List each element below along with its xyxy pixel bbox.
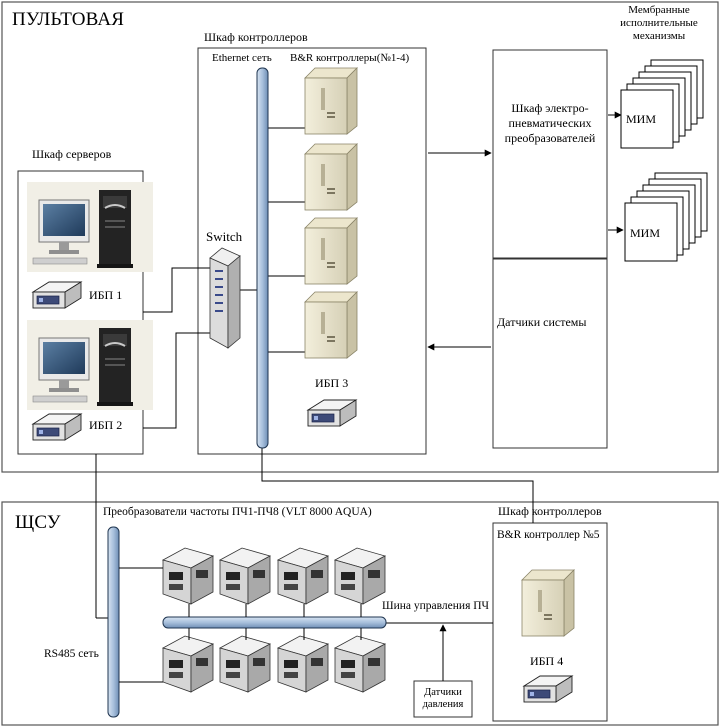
mim-stack-1: [620, 59, 704, 149]
network-switch: [209, 247, 241, 349]
section-title-pultovaya: ПУЛЬТОВАЯ: [12, 9, 125, 30]
server-pc-2: [26, 319, 154, 411]
vfd-2: [219, 547, 271, 605]
server-pc-1: [26, 181, 154, 273]
system-sensors-label: Датчики системы: [497, 315, 587, 329]
vfd-1: [162, 547, 214, 605]
br-controller-1: [304, 67, 358, 135]
section-frame-pultovaya: [1, 1, 719, 473]
controller-5-label: B&R контроллер №5: [497, 529, 600, 541]
actuators-title: Мембранные исполнительные механизмы: [620, 4, 698, 42]
controller-cabinet-5-frame: [492, 522, 608, 722]
vfd-control-bus: [162, 616, 387, 629]
ups-1-icon: [32, 281, 82, 309]
vfd-6: [219, 635, 271, 693]
sensors-frame: [492, 257, 608, 449]
controller-cabinet-frame: [197, 47, 427, 455]
rs485-bus: [107, 526, 120, 718]
section-frame-shchsu: [1, 501, 719, 726]
ethernet-label: Ethernet сеть: [212, 52, 272, 64]
vfd-5: [162, 635, 214, 693]
controller-cabinet-title: Шкаф контроллеров: [204, 30, 308, 44]
mim-2-label: МИМ: [630, 226, 661, 240]
pressure-sensors-label: Датчики давления: [422, 687, 464, 710]
pc2-to-switch-line: [143, 332, 210, 429]
vfd-8: [334, 635, 386, 693]
vfd-bus-label: Шина управления ПЧ: [382, 600, 490, 612]
rs485-label: RS485 сеть: [44, 648, 99, 660]
controller-cabinet-5-title: Шкаф контроллеров: [498, 504, 602, 518]
br-controller-4: [304, 291, 358, 359]
server-cabinet-title: Шкаф серверов: [32, 147, 112, 161]
ups-1-label: ИБП 1: [89, 288, 123, 302]
ups-3-label: ИБП 3: [315, 376, 349, 390]
ethernet-link-to-cabinet5: [261, 448, 534, 523]
vfd-converters-label: Преобразователи частоты ПЧ1-ПЧ8 (VLT 800…: [103, 506, 372, 518]
mim-1-label: МИМ: [626, 112, 657, 126]
br-controller-5: [521, 569, 575, 637]
controllers-label: B&R контроллеры(№1-4): [290, 52, 410, 64]
converters-cabinet-label: Шкаф электро-пневматических преобразоват…: [504, 101, 596, 145]
ethernet-bus: [256, 67, 269, 449]
pneumatic-cabinet-frame: [492, 49, 608, 260]
mim-stack-2: [624, 172, 708, 262]
pressure-sensors-box: [413, 680, 473, 718]
ups-4-label: ИБП 4: [530, 654, 564, 668]
section-title-shchsu: ЩСУ: [15, 512, 61, 533]
vfd-7: [277, 635, 329, 693]
br-controller-2: [304, 143, 358, 211]
ups-2-label: ИБП 2: [89, 418, 123, 432]
br-controller-3: [304, 217, 358, 285]
ups-4-icon: [523, 675, 573, 703]
vfd-bus-taps: [119, 567, 362, 683]
switch-label: Switch: [206, 229, 243, 244]
ups-2-icon: [32, 413, 82, 441]
ups-3-icon: [307, 399, 357, 427]
pc1-to-switch-line: [143, 267, 210, 313]
vfd-4: [334, 547, 386, 605]
vfd-3: [277, 547, 329, 605]
